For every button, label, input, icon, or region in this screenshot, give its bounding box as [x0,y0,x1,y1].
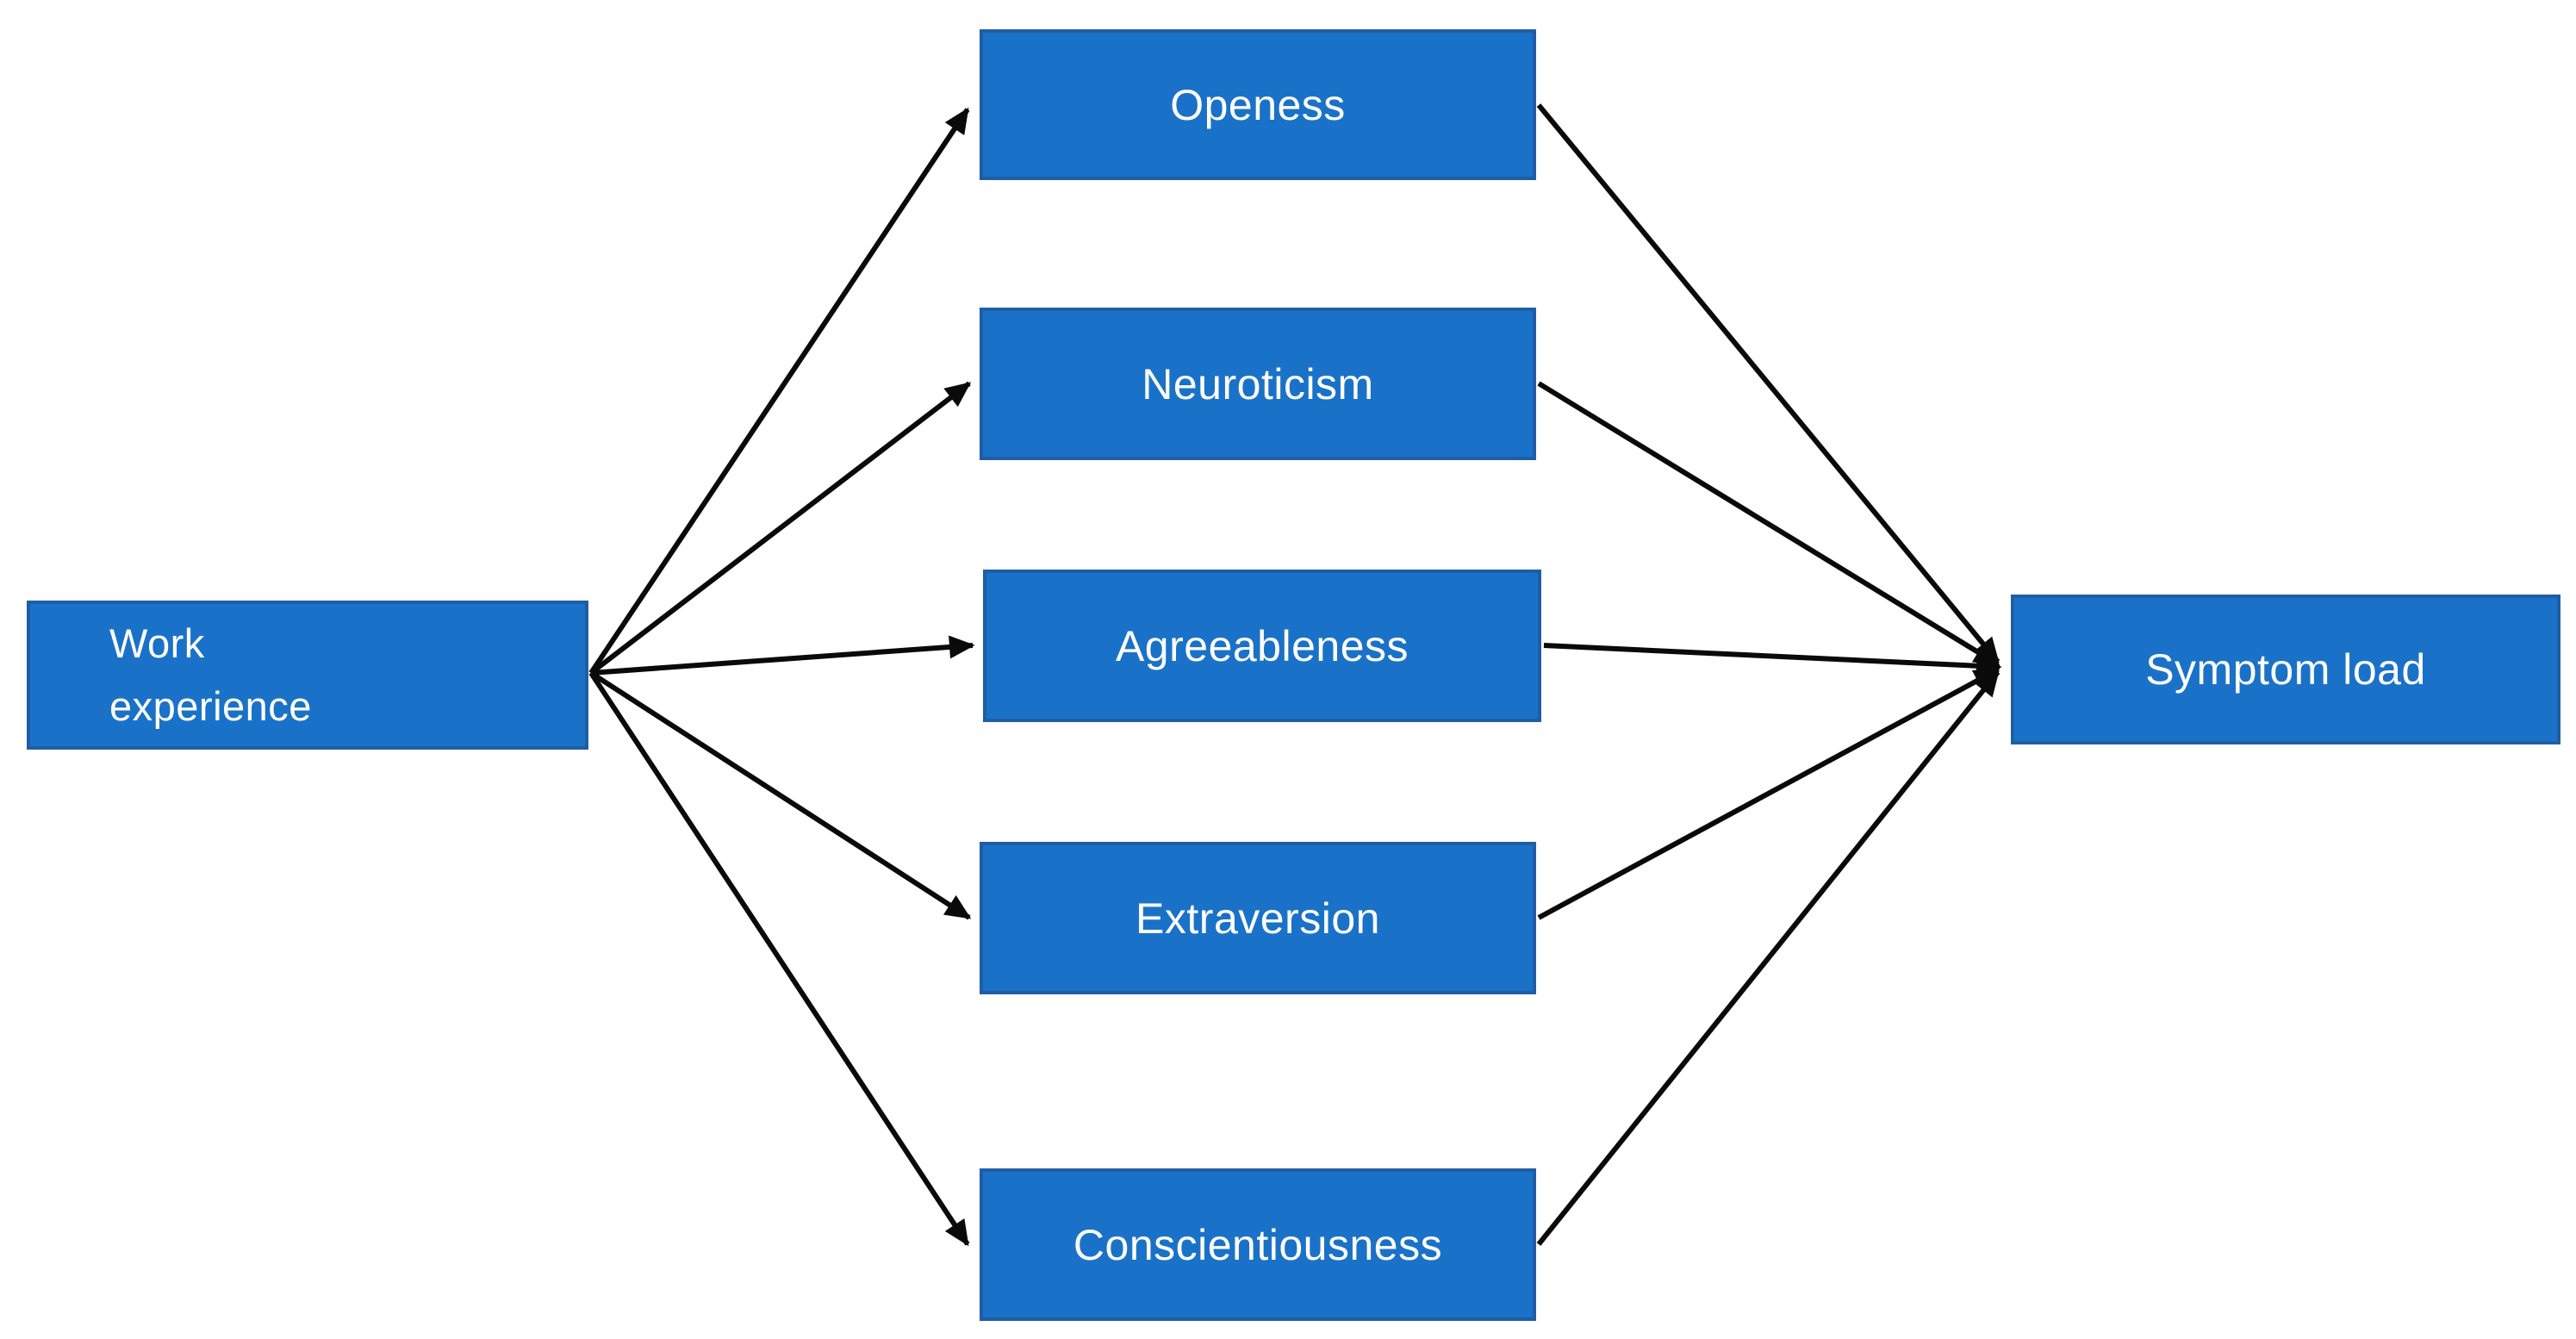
node-agreeableness: Agreeableness [983,570,1541,722]
node-neuroticism-label: Neuroticism [1142,359,1374,408]
edge-work-experience-to-conscientiousness [588,671,970,1247]
edge-openess-to-symptom-load [1536,103,2000,664]
edge-neuroticism-to-symptom-load [1537,381,2000,667]
edge-extraversion-to-symptom-load [1537,667,2000,920]
edge-work-experience-to-extraversion [589,670,972,920]
edge-work-experience-to-openess [588,107,970,675]
node-neuroticism: Neuroticism [980,308,1536,460]
edge-work-experience-to-neuroticism [589,381,972,676]
node-openess-label: Openess [1170,80,1346,129]
node-conscientiousness-label: Conscientiousness [1073,1220,1443,1269]
node-openess: Openess [980,29,1536,180]
edge-work-experience-to-agreeableness [590,635,975,676]
node-conscientiousness: Conscientiousness [980,1168,1536,1321]
node-symptom-load: Symptom load [2011,595,2560,744]
node-extraversion: Extraversion [980,842,1536,994]
node-extraversion-label: Extraversion [1136,894,1380,943]
edge-agreeableness-to-symptom-load [1543,643,2002,678]
edge-conscientiousness-to-symptom-load [1536,670,2000,1246]
node-agreeableness-label: Agreeableness [1115,621,1409,670]
node-work-experience-label: Work experience [109,620,312,729]
node-work-experience: Work experience [27,601,588,750]
node-symptom-load-label: Symptom load [2145,645,2426,694]
